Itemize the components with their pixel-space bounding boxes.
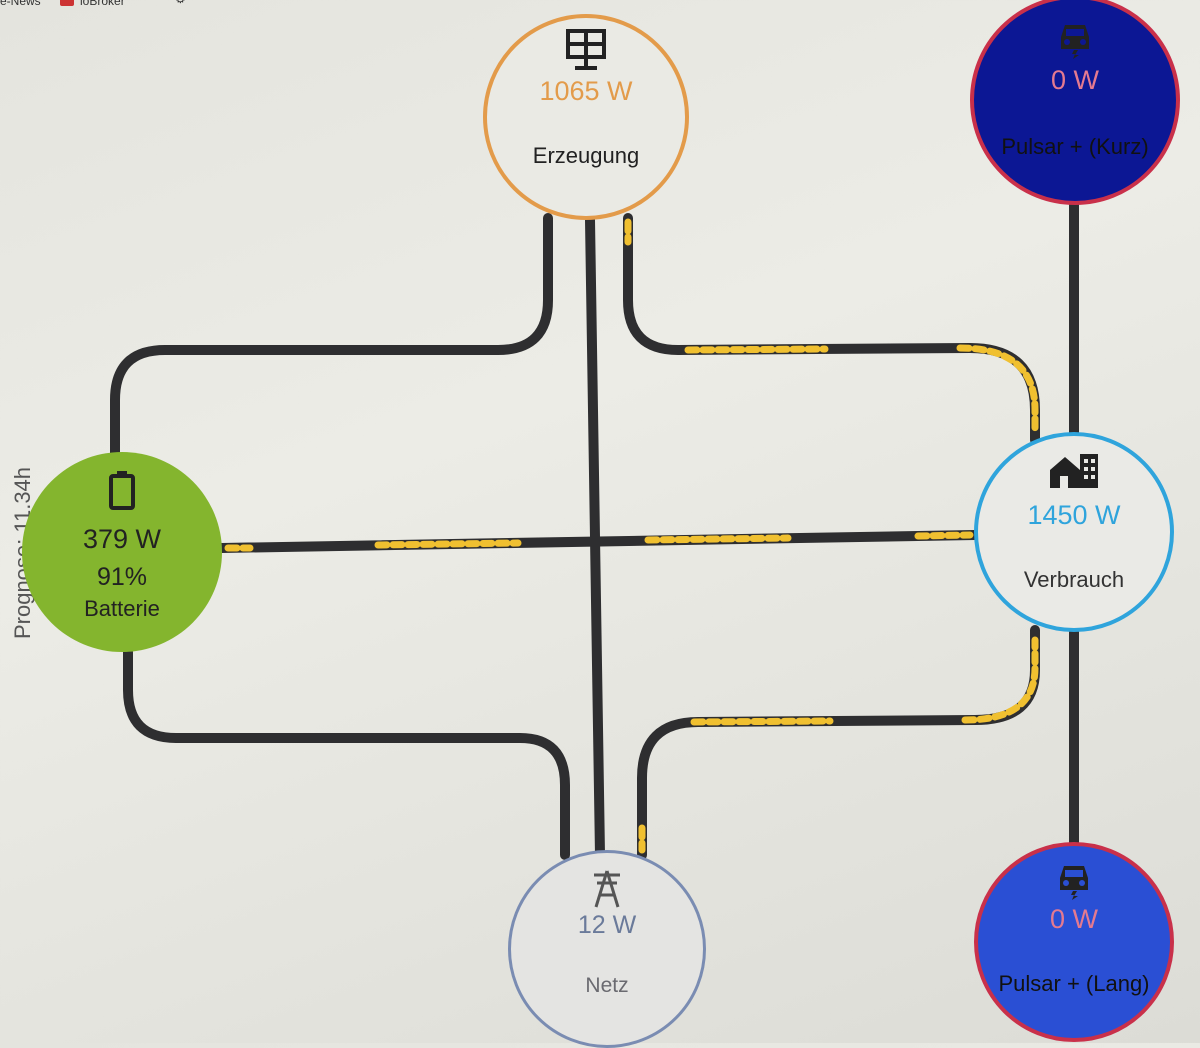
consumption-value: 1450 W <box>1027 500 1121 530</box>
flow-dots-battery-a <box>374 539 522 549</box>
flow-dots-grid-consumption-b <box>961 636 1039 724</box>
flow-dots-grid-consumption-a <box>690 717 834 726</box>
bookmark-news[interactable]: e-News <box>0 0 41 8</box>
ev-long-value: 0 W <box>1049 904 1098 934</box>
battery-soc: 91% <box>96 563 148 591</box>
flow-dots-production-consumption-a <box>684 345 829 354</box>
car-charging-icon <box>1054 860 1094 900</box>
flow-line-grid-consumption <box>637 625 1040 860</box>
solar-panel-icon <box>563 28 609 74</box>
battery-node[interactable]: 379 W 91% Batterie <box>22 452 222 652</box>
ev-long-label: Pulsar + (Lang) <box>998 971 1150 996</box>
consumption-node[interactable]: 1450 W Verbrauch <box>974 432 1174 632</box>
ev-short-label: Pulsar + (Kurz) <box>1001 134 1149 159</box>
battery-label: Batterie <box>84 596 160 621</box>
consumption-label: Verbrauch <box>1023 567 1125 592</box>
settings-icon[interactable]: ⚙ <box>175 0 186 6</box>
car-charging-icon <box>1055 19 1095 59</box>
flow-line-battery-grid <box>123 647 570 860</box>
grid-label: Netz <box>585 974 629 997</box>
battery-power: 379 W <box>82 524 162 554</box>
battery-icon <box>108 470 136 510</box>
grid-node[interactable]: 12 W Netz <box>508 850 706 1048</box>
grid-value: 12 W <box>577 911 637 939</box>
flow-line-battery-consumption <box>217 530 980 553</box>
flow-line-production-consumption <box>623 213 1040 445</box>
production-value: 1065 W <box>539 76 633 106</box>
ev-charger-short-node[interactable]: 0 W Pulsar + (Kurz) <box>970 0 1180 205</box>
flow-dots-battery-b <box>644 534 792 544</box>
power-pylon-icon <box>590 869 624 909</box>
flow-dots-battery-c <box>914 531 974 540</box>
house-icon <box>1048 450 1100 490</box>
bookmark-favicon-icon <box>60 0 74 6</box>
production-label: Erzeugung <box>532 143 640 168</box>
flow-line-production-battery <box>110 213 553 460</box>
flow-dots-production-consumption-b <box>956 344 1039 434</box>
ev-charger-long-node[interactable]: 0 W Pulsar + (Lang) <box>974 842 1174 1042</box>
bookmark-iobroker[interactable]: ioBroker <box>80 0 125 8</box>
browser-bookmarks: e-News ioBroker ⚙ <box>0 0 240 10</box>
ev-short-value: 0 W <box>1050 65 1099 95</box>
production-node[interactable]: 1065 W Erzeugung <box>483 14 689 220</box>
